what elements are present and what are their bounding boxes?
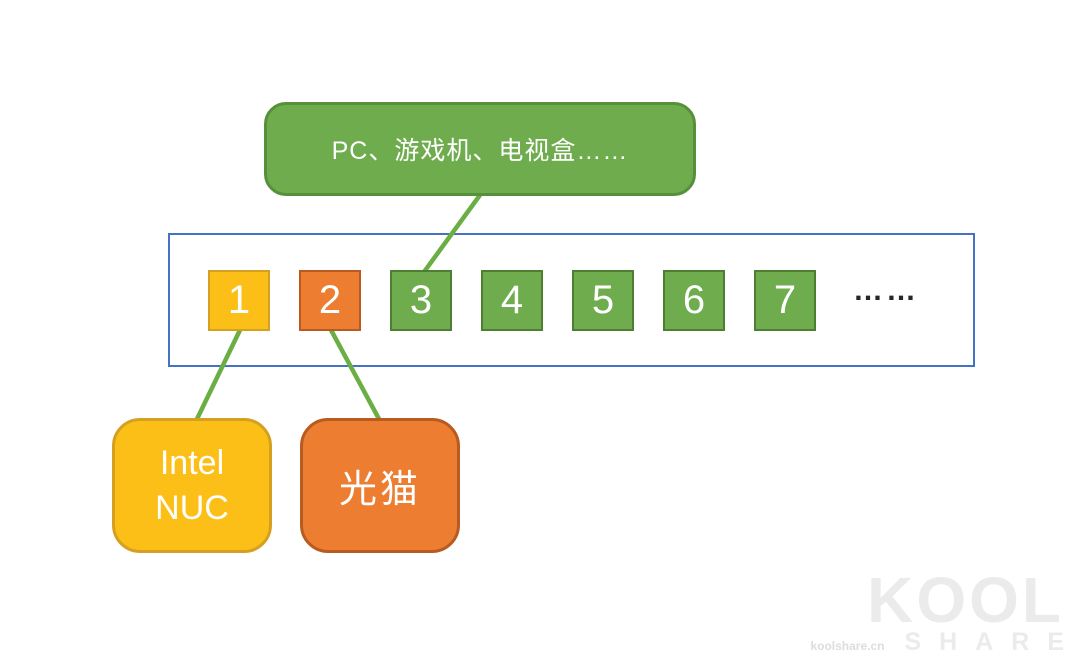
port-7: 7: [754, 270, 816, 331]
port-3-number: 3: [409, 278, 433, 322]
switch-panel-outline: [168, 233, 975, 367]
devices-callout: PC、游戏机、电视盒……: [264, 102, 696, 196]
port-2-number: 2: [318, 278, 342, 322]
port-3: 3: [390, 270, 452, 331]
watermark-logo-text: KOOL: [867, 564, 1064, 636]
connector-port1-to-nuc: [194, 327, 243, 422]
port-2: 2: [299, 270, 361, 331]
port-1-number: 1: [227, 278, 251, 322]
koolshare-watermark: KOOL koolshare.cn SHARE: [810, 568, 1064, 657]
device-optical-modem: 光猫: [300, 418, 460, 553]
connector-port2-to-modem: [328, 327, 382, 422]
watermark-site-text: koolshare.cn: [810, 639, 885, 653]
port-1: 1: [208, 270, 270, 331]
more-ports-ellipsis: ……: [853, 274, 919, 307]
watermark-subrow: koolshare.cn SHARE: [810, 628, 1064, 657]
port-5: 5: [572, 270, 634, 331]
port-6-number: 6: [682, 278, 706, 322]
connector-callout-to-port3: [421, 192, 483, 275]
device-intel-nuc-label-line2: NUC: [155, 488, 229, 527]
port-7-number: 7: [773, 278, 797, 322]
switch-ports-row: 1 2 3 4 5 6 7: [208, 270, 816, 331]
port-6: 6: [663, 270, 725, 331]
port-5-number: 5: [591, 278, 615, 322]
port-4-number: 4: [500, 278, 524, 322]
devices-callout-label: PC、游戏机、电视盒……: [331, 137, 629, 165]
port-4: 4: [481, 270, 543, 331]
device-intel-nuc-label-line1: Intel: [159, 443, 225, 482]
device-intel-nuc: Intel NUC: [112, 418, 272, 553]
device-optical-modem-label: 光猫: [338, 469, 421, 511]
watermark-share-text: SHARE: [904, 628, 1080, 656]
